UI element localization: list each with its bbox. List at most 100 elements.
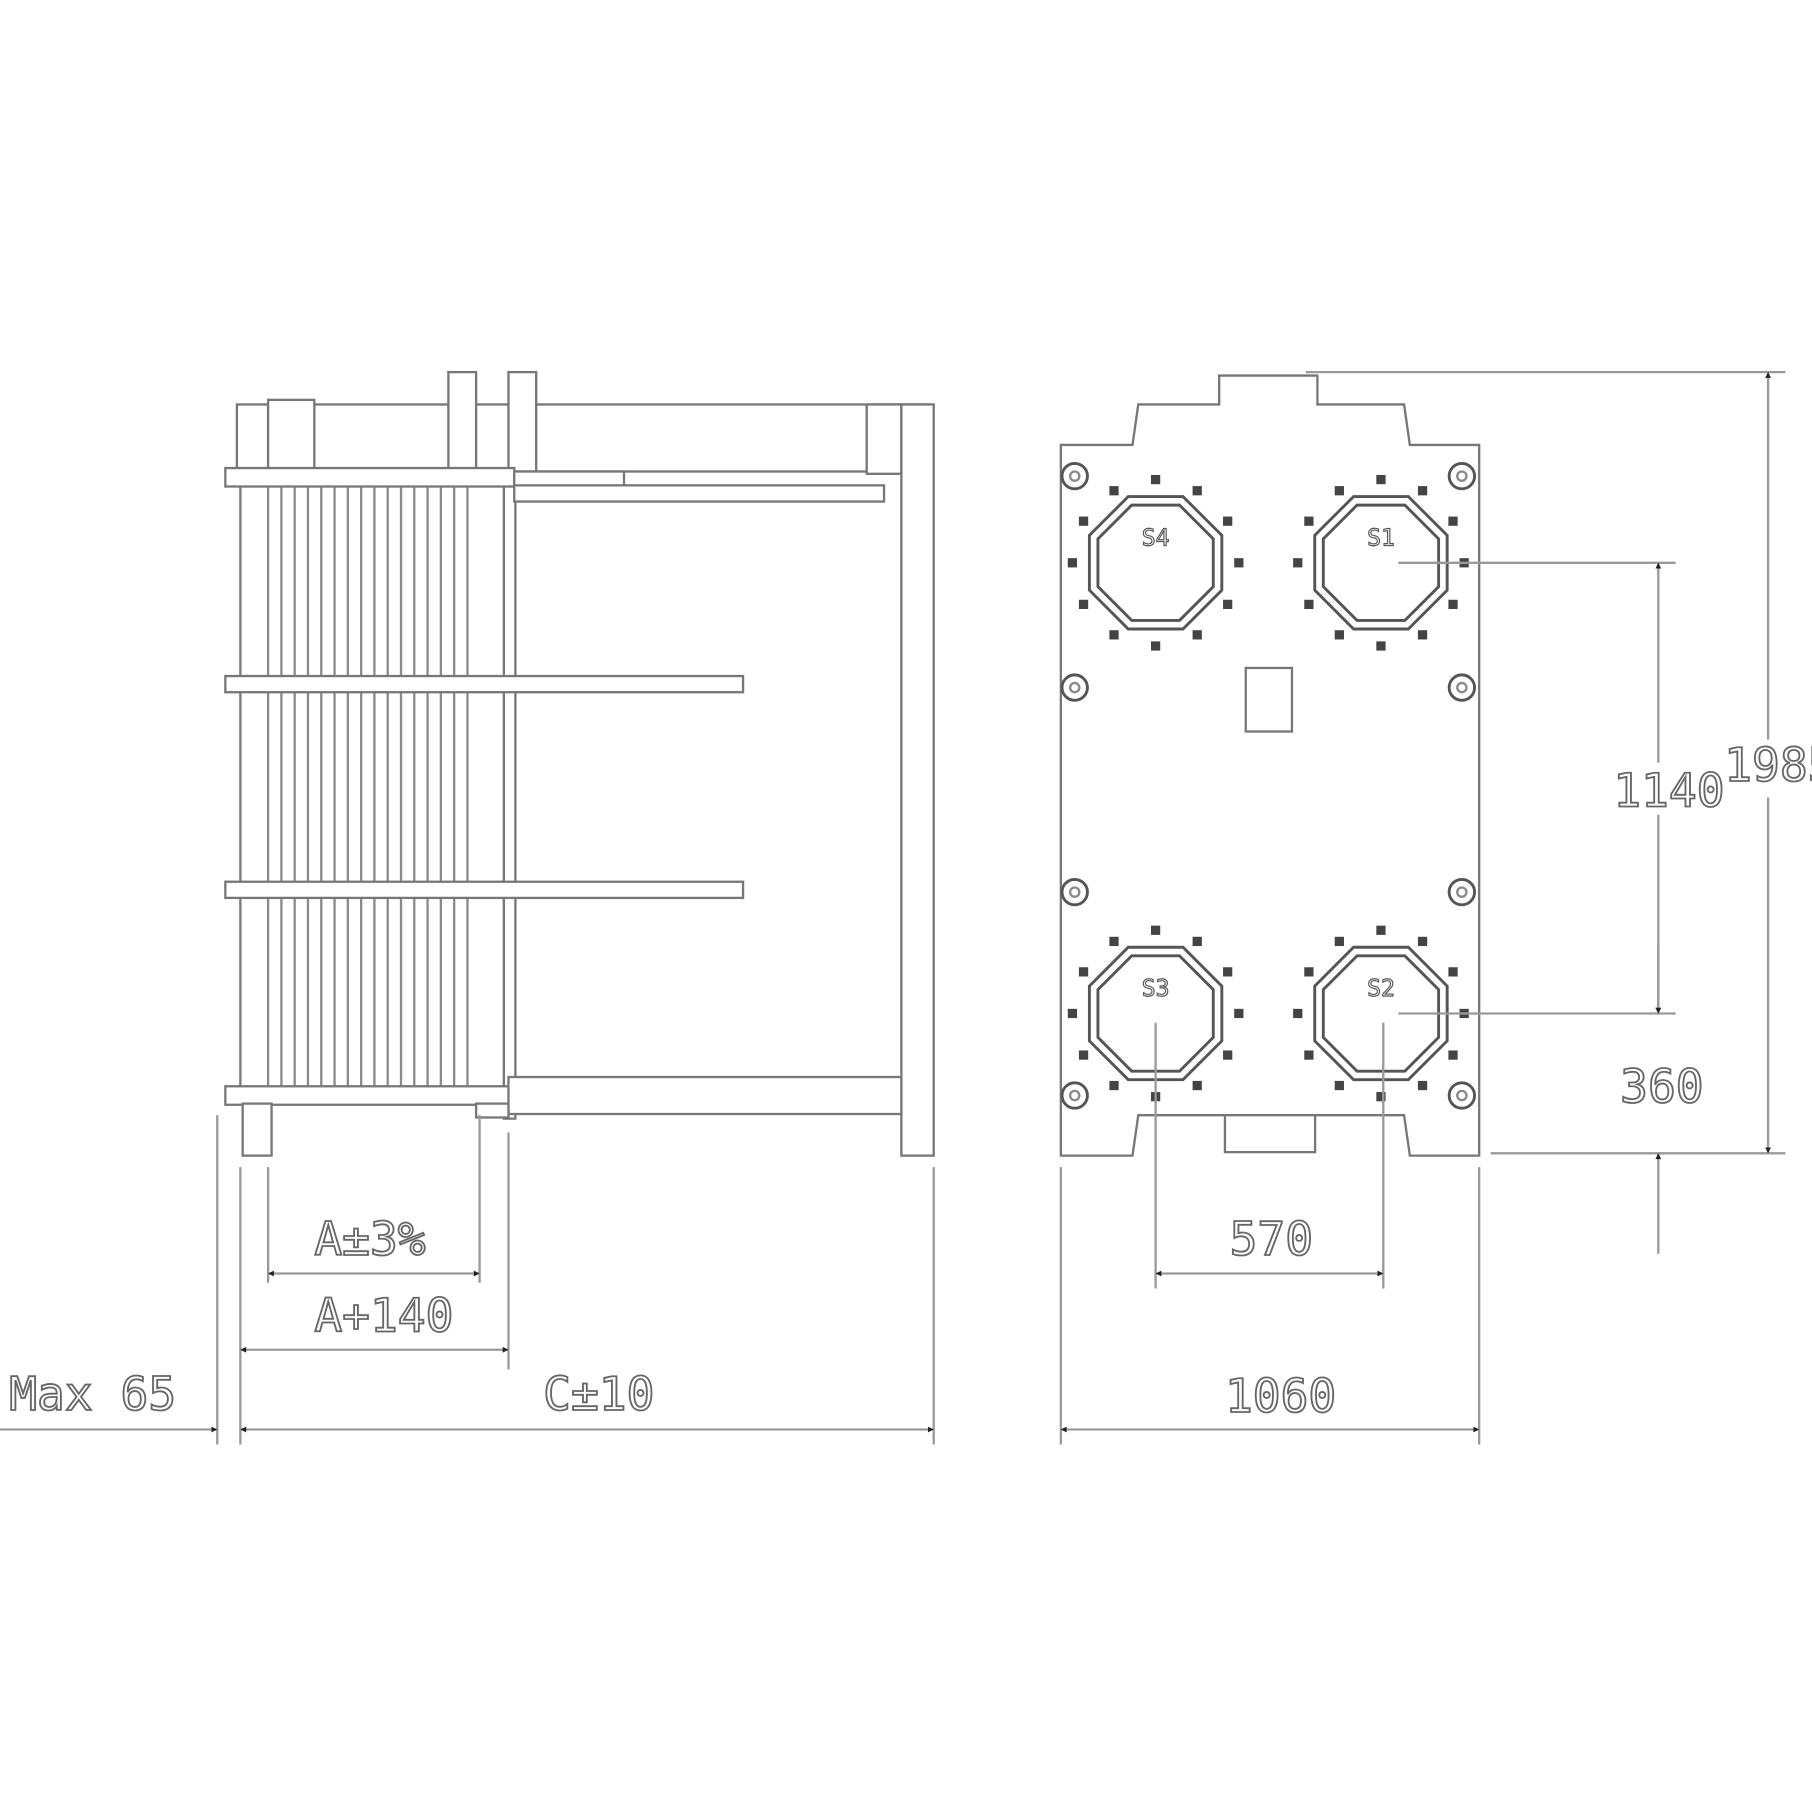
bolt-icon — [1447, 877, 1477, 907]
height-1985-label: 1985 — [1724, 738, 1812, 792]
c-10-label: C±10 — [543, 1367, 654, 1421]
nameplate — [1244, 666, 1294, 733]
bolt-center — [1456, 470, 1468, 482]
front-dimensions: 1060 570 1140 1985 360 — [1059, 370, 1812, 1445]
port-stud — [1448, 516, 1458, 526]
front-view: S4 S1 S3 S2 — [1059, 374, 1481, 1157]
top-carrying-bar — [235, 403, 932, 473]
port-stud — [1192, 936, 1202, 947]
bolt-icon — [1060, 1081, 1089, 1110]
port-stud — [1192, 630, 1202, 640]
foot-right — [474, 1102, 510, 1119]
port-stud — [1304, 516, 1314, 526]
port-octagon — [1313, 495, 1449, 631]
port-stud — [1376, 925, 1386, 935]
port-stud — [1304, 599, 1314, 610]
port-stud — [1234, 558, 1244, 568]
support-column-top — [865, 403, 903, 475]
port-stud — [1109, 630, 1119, 640]
bolt-center — [1068, 470, 1081, 482]
port-stud — [1078, 1050, 1089, 1060]
port-octagon — [1096, 954, 1215, 1073]
port-stud — [1067, 558, 1078, 568]
port-octagon — [1087, 495, 1224, 631]
upper-guide-bar — [513, 484, 886, 503]
width-1060-label: 1060 — [1225, 1369, 1336, 1423]
tie-bar-top — [224, 466, 516, 488]
port-stud — [1293, 1008, 1303, 1019]
port-stud — [1223, 599, 1233, 610]
port-stud — [1192, 1080, 1202, 1091]
bolt-icon — [1060, 461, 1089, 491]
port-stud — [1417, 936, 1428, 947]
port-octagon — [1321, 503, 1441, 622]
side-view — [224, 370, 935, 1157]
port-label-s2: S2 — [1367, 976, 1395, 1002]
bolt-icon — [1447, 461, 1477, 491]
port-stud — [1376, 474, 1386, 485]
port-stud — [1223, 967, 1233, 977]
port-stud — [1376, 1092, 1386, 1102]
bolt-center — [1068, 681, 1081, 694]
bolt-center — [1456, 886, 1468, 898]
port-stud — [1293, 558, 1303, 568]
port-distance-1140-label: 1140 — [1613, 764, 1724, 818]
port-label-s3: S3 — [1142, 976, 1170, 1002]
port-stud — [1150, 925, 1161, 935]
port-octagon — [1096, 503, 1215, 622]
port-stud — [1109, 486, 1119, 496]
port-octagon — [1321, 954, 1441, 1073]
a-3pct-label: A±3% — [314, 1212, 425, 1266]
port-stud — [1234, 1008, 1244, 1019]
port-stud — [1078, 516, 1089, 526]
plates — [266, 485, 469, 1093]
dimension-360-label: 360 — [1620, 1059, 1703, 1113]
lift-lug-left — [447, 370, 478, 473]
port-stud — [1334, 630, 1344, 640]
pressure-plate — [502, 470, 517, 1120]
port-stud — [1078, 967, 1089, 977]
lift-lug-right — [507, 370, 538, 473]
max-65-label: Max 65 — [9, 1367, 176, 1421]
ports — [1067, 474, 1469, 1102]
port-octagon — [1087, 945, 1224, 1082]
bolt-icon — [1060, 877, 1089, 907]
port-stud — [1067, 1008, 1078, 1019]
lower-guide-bar — [507, 1075, 903, 1116]
bottom-guide-slot — [1223, 1114, 1317, 1154]
port-stud — [1417, 630, 1428, 640]
tie-bolt-2 — [224, 880, 745, 900]
foot-left — [241, 1102, 273, 1157]
bolt-icon — [1447, 673, 1477, 702]
port-stud — [1150, 641, 1161, 651]
port-stud — [1223, 1050, 1233, 1060]
port-stud — [1417, 1080, 1428, 1091]
frame-plate — [1059, 374, 1481, 1157]
bolt-icon — [1447, 1081, 1477, 1110]
bolt-center — [1456, 681, 1468, 694]
port-stud — [1376, 641, 1386, 651]
port-stud — [1109, 936, 1119, 947]
port-stud — [1192, 486, 1202, 496]
support-column — [900, 403, 935, 1157]
bolt-center — [1456, 1089, 1468, 1102]
port-stud — [1448, 967, 1458, 977]
port-stud — [1304, 967, 1314, 977]
tie-bolt-1 — [224, 674, 745, 694]
bolt-center — [1068, 1089, 1081, 1102]
port-stud — [1417, 486, 1428, 496]
port-stud — [1334, 1080, 1344, 1091]
port-stud — [1223, 516, 1233, 526]
side-dimensions: Max 65 C±10 A±3% A+140 — [0, 1115, 935, 1445]
port-stud — [1448, 599, 1458, 610]
port-stud — [1150, 474, 1161, 485]
frame-bolts — [1060, 461, 1477, 1110]
port-label-s1: S1 — [1367, 525, 1395, 551]
port-stud — [1334, 936, 1344, 947]
port-label-s4: S4 — [1142, 525, 1170, 551]
port-stud — [1334, 486, 1344, 496]
port-stud — [1109, 1080, 1119, 1091]
fixed-frame-top — [266, 398, 316, 473]
port-stud — [1304, 1050, 1314, 1060]
